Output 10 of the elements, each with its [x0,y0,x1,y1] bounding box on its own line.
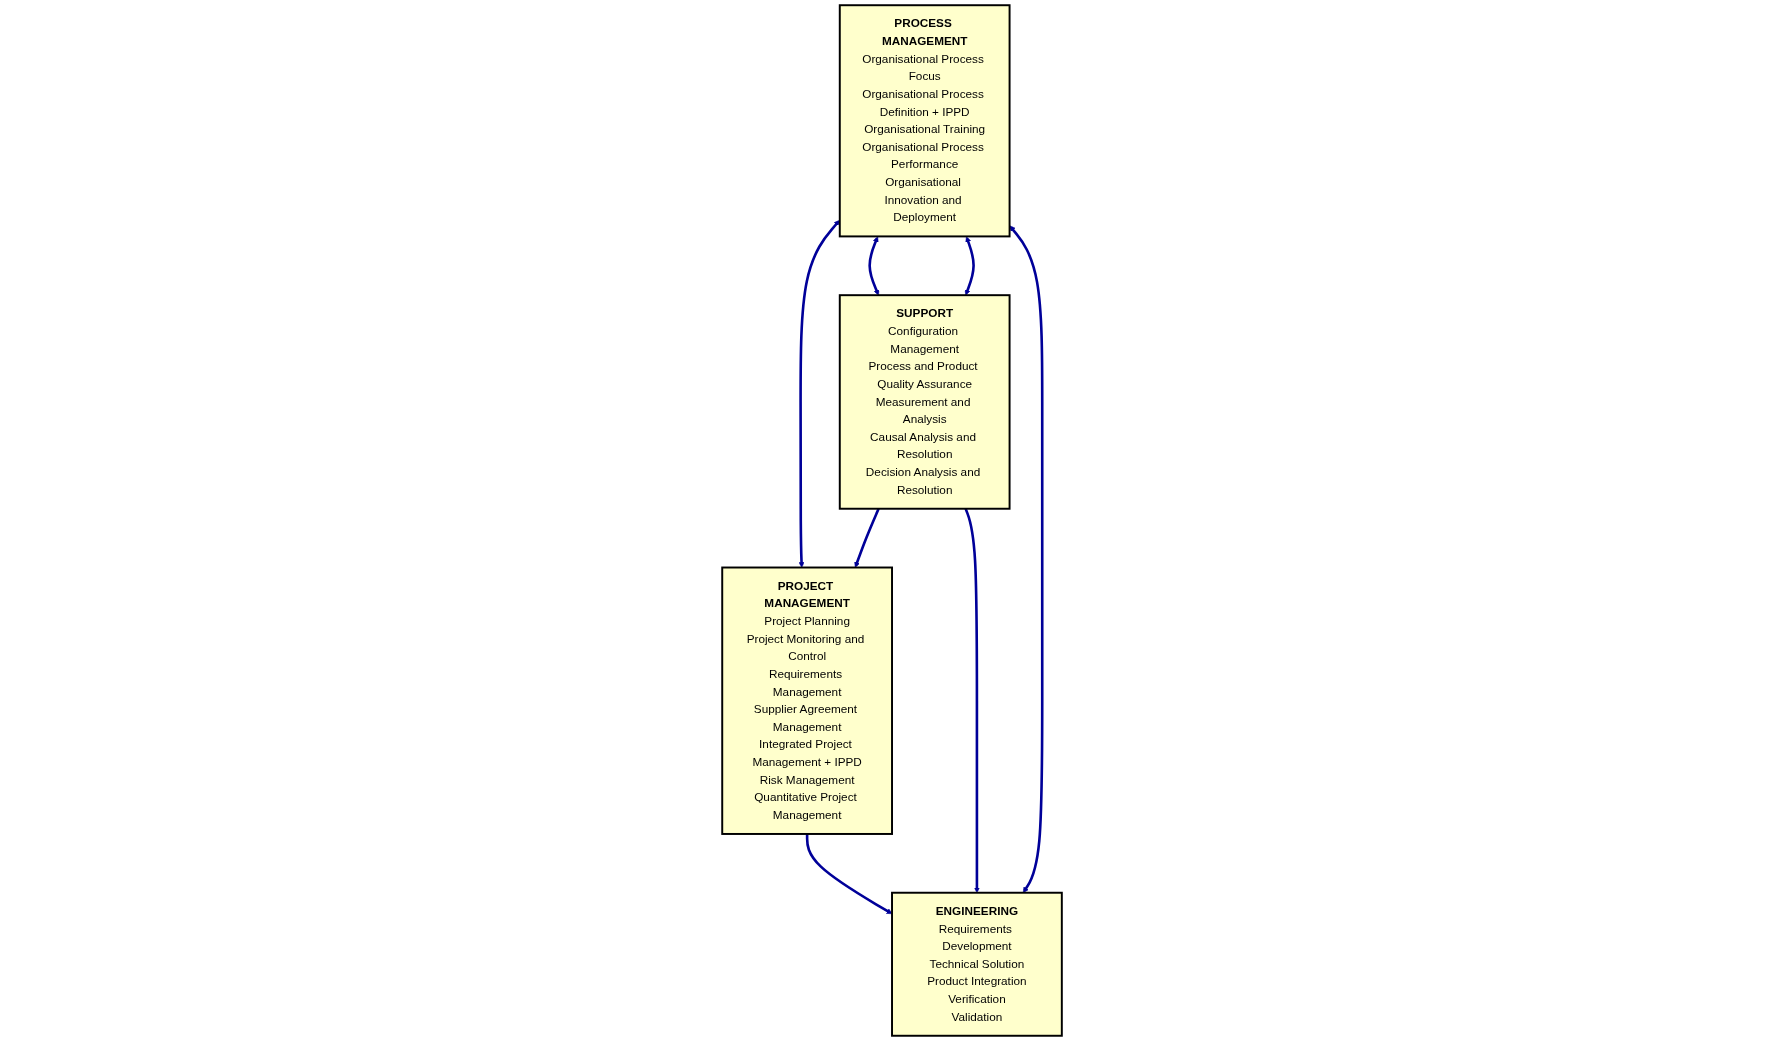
arrow [799,219,841,568]
node-box: PROCESS MANAGEMENT Organisational Process Focus Organisational Process Definition + IPPD Organisational Training Organisational Process Performance Organisational Innovation and Deployment [839,4,1011,238]
arrow [854,508,881,568]
arrow [868,236,880,296]
arrow [964,508,981,893]
node-box: SUPPORT Configuration Management Process and Product Quality Assurance Measurement and Analysis Causal Analysis and Resolution Decision Analysis and Resolution [839,294,1011,510]
arrow [965,236,976,296]
arrow [806,833,893,915]
node-box: PROJECT MANAGEMENT Project Planning Project Monitoring and Control Requirements Management Supplier Agreement Management Integrated Project Management + IPPD Risk Management Quantitative Project Management [721,566,894,835]
node-box: ENGINEERING Requirements Development Technical Solution Product Integration Verification Validation [891,891,1064,1037]
